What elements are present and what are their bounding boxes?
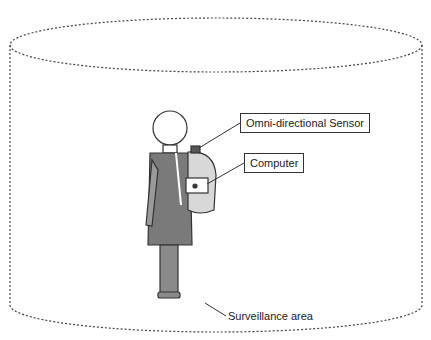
label-text: Omni-directional Sensor [246, 116, 364, 130]
label-box: Computer [244, 153, 304, 173]
label-text: Computer [250, 156, 298, 170]
backpack [186, 146, 216, 213]
leader-lines [199, 123, 244, 316]
surveillance-cylinder [10, 18, 422, 332]
label-box: Omni-directional Sensor [240, 113, 370, 133]
sensor-symbol [191, 146, 200, 153]
person-figure [146, 111, 192, 298]
area-label: Surveillance area [226, 310, 315, 322]
